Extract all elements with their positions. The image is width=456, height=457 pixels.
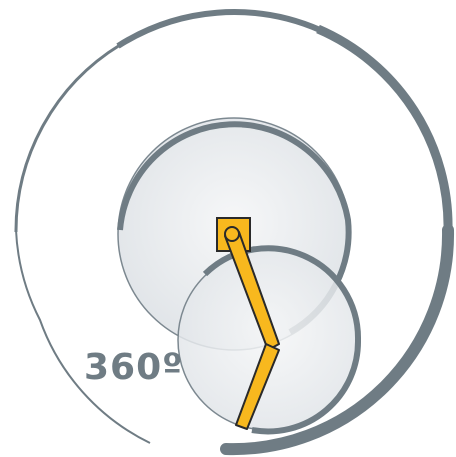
base-pivot-icon [224, 226, 240, 242]
lower-disc-rim [202, 245, 362, 435]
outer-spiral-arc-right [316, 24, 453, 233]
outer-spiral-arc-thin [15, 229, 151, 444]
rotation-label: 360º [84, 347, 184, 388]
outer-spiral-arc-top [116, 9, 322, 49]
forearm-segment [235, 343, 280, 430]
outer-spiral-arc-left [14, 43, 121, 233]
outer-spiral-arc-bottom [220, 224, 455, 456]
upper-disc-rim [117, 121, 352, 335]
